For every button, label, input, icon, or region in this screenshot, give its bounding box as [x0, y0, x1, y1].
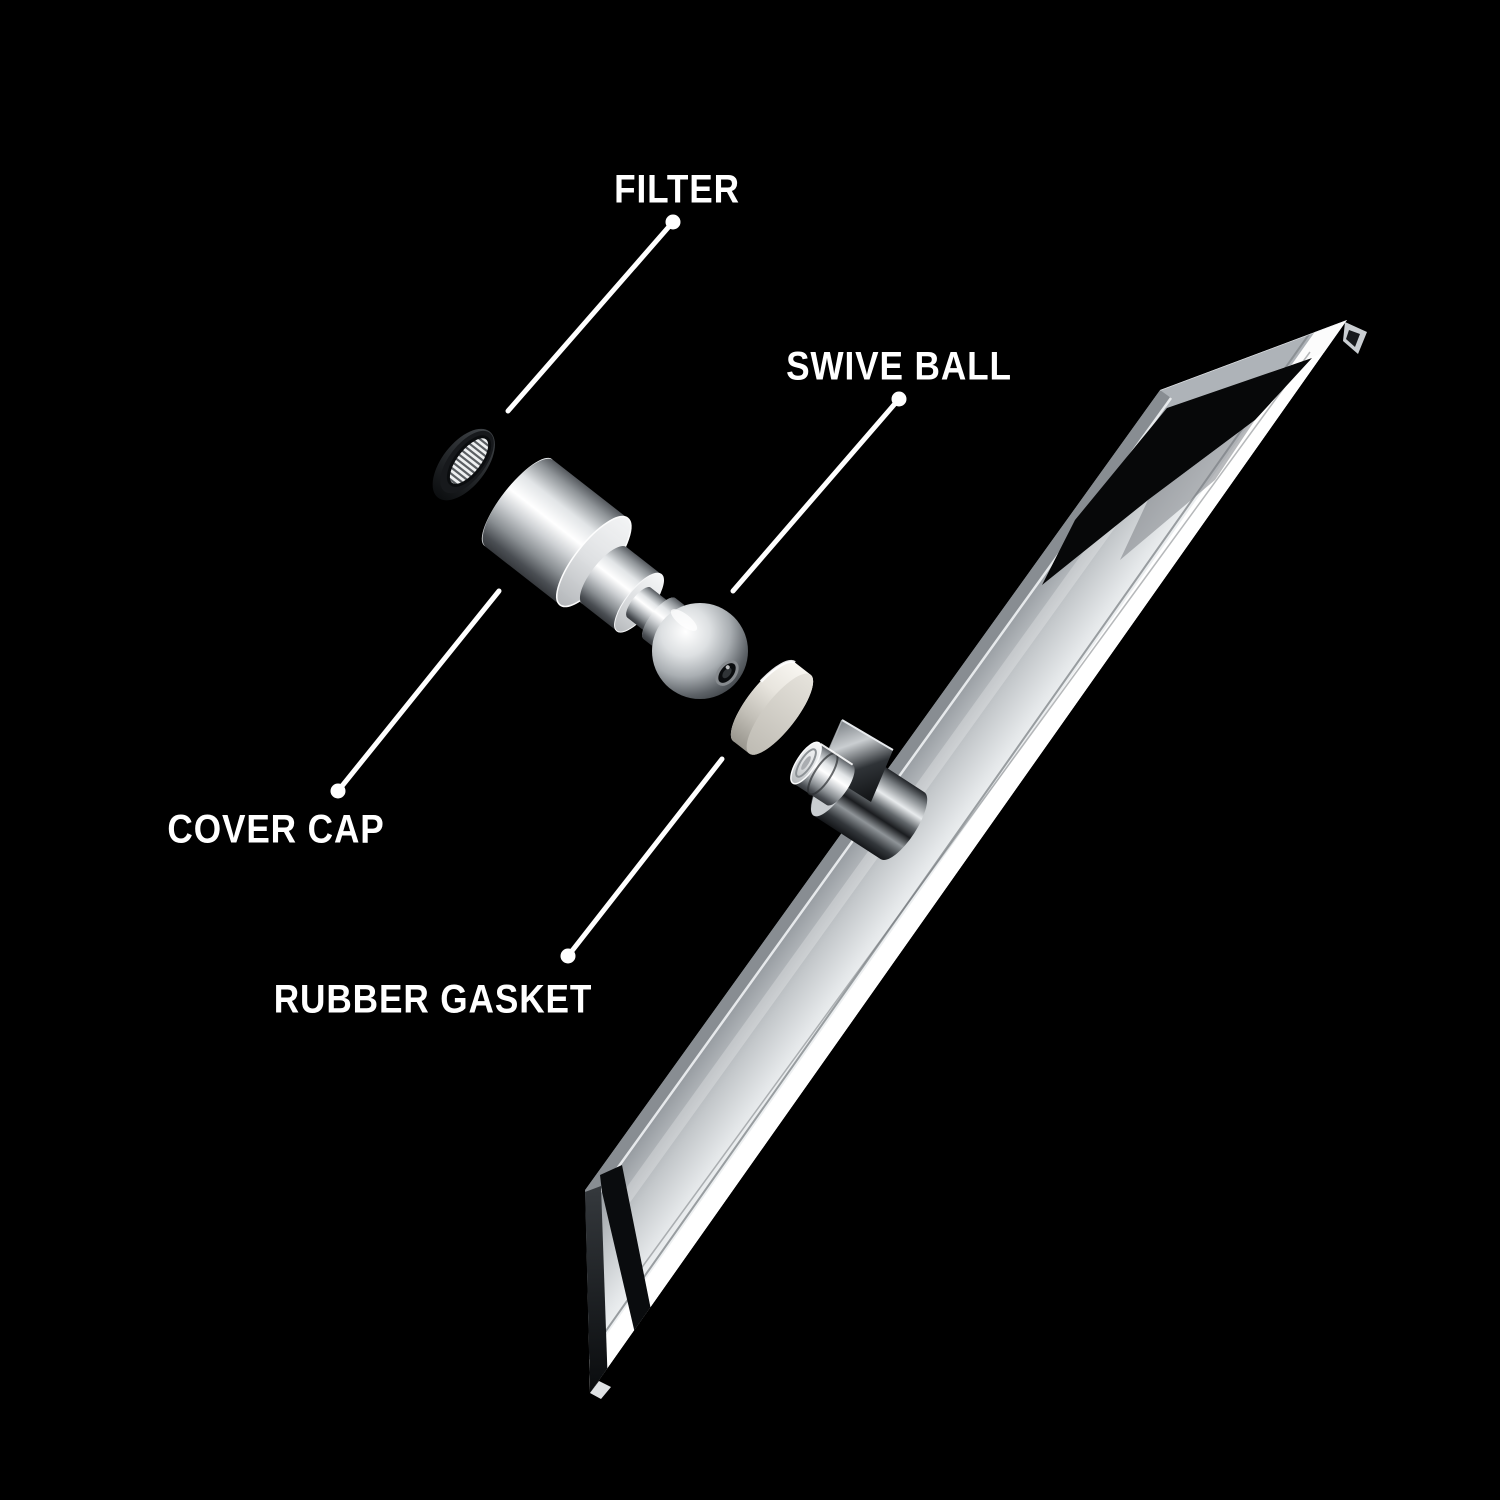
- leader-line-cover-cap: [335, 588, 502, 794]
- leader-lines: [335, 219, 902, 959]
- panel-top-bevel: [1160, 320, 1347, 410]
- swivel-ball-part: [652, 603, 748, 699]
- label-filter: FILTER: [614, 167, 740, 212]
- connector-inlet-cylinder: [790, 741, 855, 806]
- label-rubber-gasket: RUBBER GASKET: [273, 977, 593, 1022]
- panel-lit-edge: [585, 320, 1347, 1393]
- panel-corner-reflection-top: [1042, 358, 1312, 585]
- label-cover-cap: COVER CAP: [167, 807, 385, 852]
- label-swivel-ball: SWIVE BALL: [786, 344, 1012, 389]
- leader-dot-swivel-ball: [891, 391, 907, 407]
- leader-dot-filter: [665, 214, 681, 230]
- shower-head-panel: [585, 320, 1367, 1399]
- panel-tip-facet-bottom: [590, 1381, 611, 1399]
- leader-dot-rubber-gasket: [560, 948, 576, 964]
- connector-flange-plate: [820, 720, 893, 802]
- connector-assembly: [790, 719, 928, 861]
- filter-ring: [432, 428, 497, 501]
- panel-tip-facet-top: [1343, 322, 1367, 354]
- leader-dots: [330, 214, 907, 964]
- leader-line-swivel-ball: [730, 396, 902, 594]
- leader-dot-cover-cap: [330, 783, 346, 799]
- swivel-assembly: [579, 545, 748, 699]
- leader-line-rubber-gasket: [565, 756, 725, 959]
- rubber-gasket-part: [730, 659, 814, 755]
- leader-line-filter: [505, 219, 676, 414]
- ball-nozzle-hole: [715, 660, 739, 686]
